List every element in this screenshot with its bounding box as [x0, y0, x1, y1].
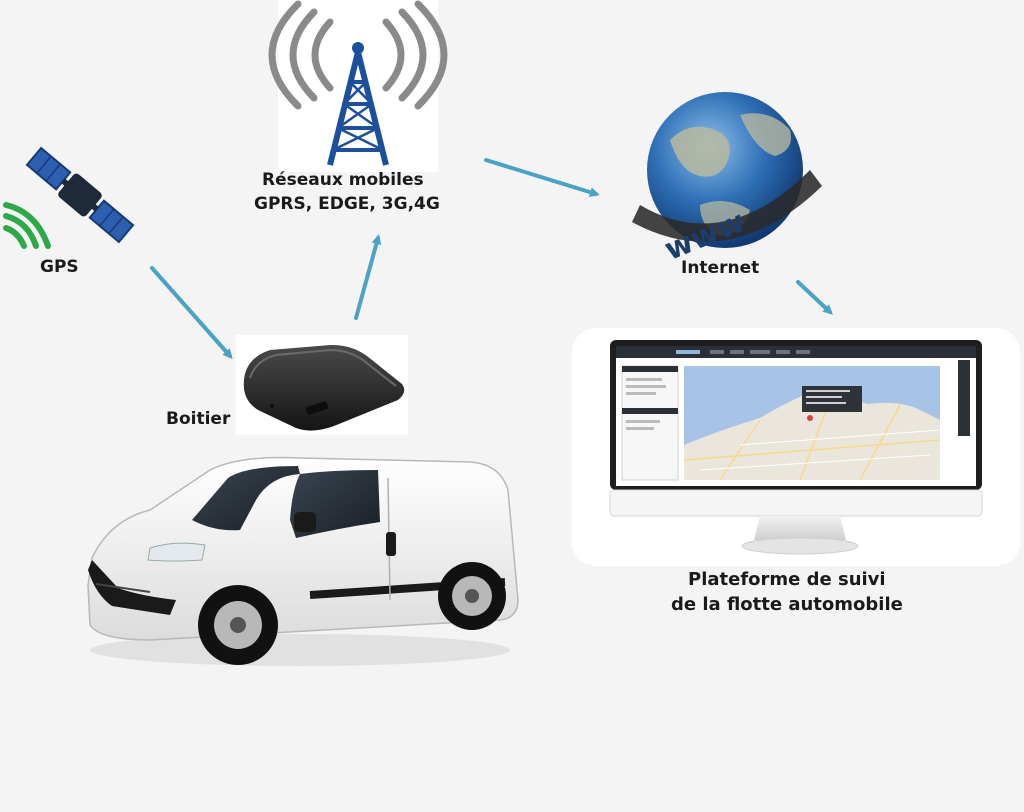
arrow-gps-to-device — [150, 266, 233, 359]
monitor-icon — [609, 340, 983, 555]
gps-label: GPS — [40, 257, 79, 277]
globe-www-icon: www — [632, 92, 822, 268]
arrow-internet-to-platform — [796, 280, 833, 315]
platform-label-line1: Plateforme de suivi — [688, 569, 886, 590]
network-label-line1: Réseaux mobiles — [262, 170, 424, 190]
internet-label: Internet — [681, 258, 760, 278]
arrow-device-to-network — [354, 234, 382, 320]
platform-label-line2: de la flotte automobile — [671, 594, 903, 615]
cell-tower-icon — [268, 0, 448, 166]
arrow-network-to-internet — [484, 158, 600, 198]
device-label: Boitier — [166, 409, 231, 429]
network-label-line2: GPRS, EDGE, 3G,4G — [254, 194, 440, 214]
tracker-box-icon — [243, 344, 405, 431]
satellite-icon — [3, 146, 135, 249]
arrows — [150, 158, 833, 359]
van-icon — [87, 456, 519, 666]
